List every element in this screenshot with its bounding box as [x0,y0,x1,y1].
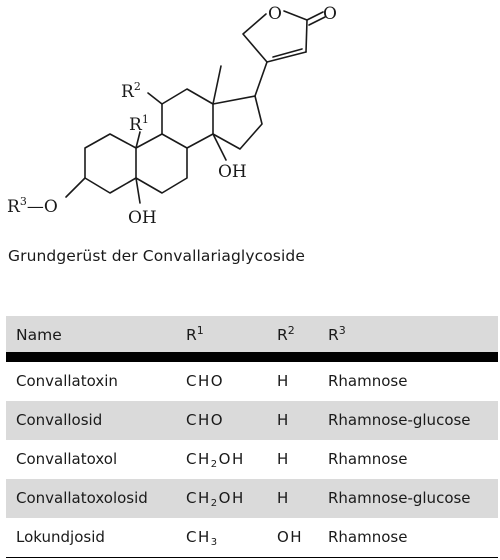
bond-c11-r2 [147,92,163,105]
cell-r3: Rhamnose-glucose [328,411,471,429]
table-row: Convallatoxol CH2OH H Rhamnose [6,440,498,479]
ring-oxygen-label: O [268,4,282,24]
bond-c14-oh [212,133,227,161]
cell-r1: CHO [186,372,225,390]
butenolide-double-bond [272,48,303,58]
cell-r2: H [277,372,289,390]
cell-r3: Rhamnose-glucose [328,489,471,507]
table-header: Name R1 R2 R3 [6,316,498,352]
oh-c14-label: OH [218,162,247,182]
table-row: Convallatoxolosid CH2OH H Rhamnose-gluco… [6,479,498,518]
table-row: Convallatoxin CHO H Rhamnose [6,362,498,401]
cell-r1: CH2OH [186,489,245,509]
header-r1: R1 [186,324,204,344]
cell-r3: Rhamnose [328,528,408,546]
header-r3: R3 [328,324,346,344]
ring-b [135,133,188,194]
butenolide-c-co [305,19,308,53]
header-r2: R2 [277,324,295,344]
cell-r1: CHO [186,411,225,429]
r3-label: R3—O [7,195,58,217]
cell-r2: H [277,411,289,429]
glycoside-table: Name R1 R2 R3 Convallatoxin CHO H Rhamno… [6,316,498,558]
cell-r1: CH3 [186,528,219,548]
cell-r2: OH [277,528,304,546]
cell-name: Convallatoxin [16,372,118,390]
butenolide-c-c [266,51,307,63]
carbonyl-oxygen-label: O [323,4,337,24]
header-rule [6,352,498,362]
bond-c3-o [65,177,86,198]
cell-r3: Rhamnose [328,372,408,390]
cell-r1: CH2OH [186,450,245,470]
header-name: Name [16,326,62,344]
table-row: Convallosid CHO H Rhamnose-glucose [6,401,498,440]
methyl-c13 [212,65,222,105]
ring-d [212,95,263,150]
bond-c17-lactone [254,61,268,97]
steroid-skeleton-structure: O O R2 R1 OH OH R3—O [7,4,337,228]
bond-c5-oh [135,177,141,204]
ring-c [161,88,214,149]
cell-name: Convallatoxolosid [16,489,148,507]
r1-label: R1 [129,113,149,135]
cell-r3: Rhamnose [328,450,408,468]
r2-label: R2 [121,80,141,102]
table-row: Lokundjosid CH3 OH Rhamnose [6,518,498,558]
cell-name: Convallosid [16,411,103,429]
butenolide-o-co [283,10,308,21]
butenolide-ring [242,13,268,63]
cell-name: Lokundjosid [16,528,105,546]
cell-r2: H [277,450,289,468]
ring-a [84,133,137,194]
bond-c10-r1 [135,131,141,149]
carbonyl-bond-1 [306,11,324,21]
carbonyl-bond-2 [308,16,326,26]
structure-caption: Grundgerüst der Convallariaglycoside [8,247,305,265]
oh-c5-label: OH [128,208,157,228]
cell-r2: H [277,489,289,507]
cell-name: Convallatoxol [16,450,118,468]
